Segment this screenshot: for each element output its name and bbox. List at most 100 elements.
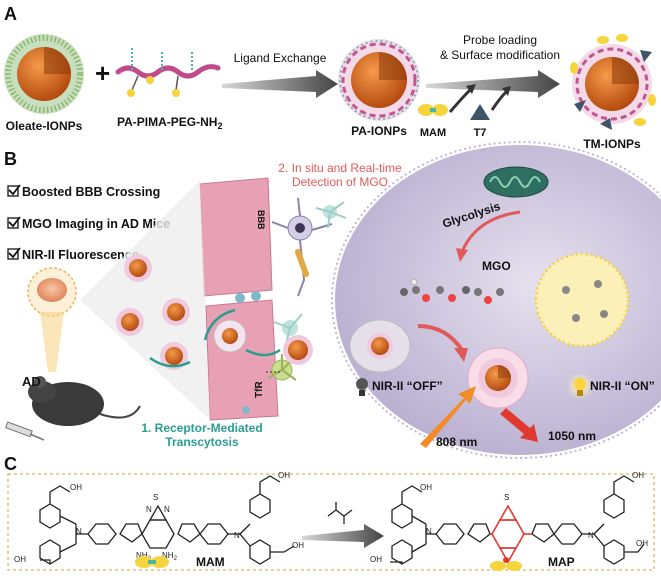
checkbox-1-icon bbox=[7, 185, 19, 197]
insitu-label-2: Detection of MGO bbox=[292, 175, 388, 189]
checkbox-3-icon bbox=[7, 248, 19, 260]
t7-arrowhead bbox=[502, 86, 511, 96]
brain-beam bbox=[40, 312, 64, 372]
map-structure-label: MAP bbox=[548, 555, 575, 569]
syringe-icon bbox=[5, 421, 45, 441]
reaction-arrow bbox=[302, 524, 384, 548]
nir-on-particle bbox=[467, 347, 529, 409]
checkbox-2-icon bbox=[7, 217, 19, 229]
mam-icon bbox=[418, 104, 448, 116]
activation-arrowhead bbox=[454, 348, 468, 362]
svg-text:S: S bbox=[504, 493, 509, 502]
checklist-item-2: MGO Imaging in AD Mice bbox=[22, 217, 170, 231]
svg-text:OH: OH bbox=[70, 483, 82, 492]
svg-text:N: N bbox=[146, 505, 152, 514]
nm1050-label: 1050 nm bbox=[548, 429, 596, 443]
bulb-off-icon bbox=[356, 378, 368, 396]
checklist: Boosted BBB Crossing MGO Imaging in AD M… bbox=[7, 184, 170, 262]
panel-a: A Oleate-IONPs + PA-PIMA-PEG-NH2 Ligand … bbox=[4, 4, 656, 151]
bbb-endothelium bbox=[199, 177, 279, 421]
tfr-label: TfR bbox=[254, 381, 265, 398]
panel-c-letter: C bbox=[4, 454, 17, 474]
probe-loading-arrow bbox=[426, 70, 560, 98]
svg-text:OH: OH bbox=[420, 483, 432, 492]
svg-text:OH: OH bbox=[370, 555, 382, 564]
oleate-ionps-label: Oleate-IONPs bbox=[6, 119, 83, 133]
checkmark-3-icon bbox=[8, 247, 21, 259]
t7-label: T7 bbox=[474, 127, 487, 139]
svg-text:NH2: NH2 bbox=[162, 551, 178, 562]
t7-curved-arrow bbox=[490, 90, 508, 111]
mam-arrowhead bbox=[466, 84, 476, 94]
mgo-molecules bbox=[400, 278, 504, 304]
pa-ionps-label: PA-IONPs bbox=[351, 124, 407, 138]
neuron-icon bbox=[271, 197, 333, 297]
checkmark-1-icon bbox=[8, 184, 21, 196]
map-structure bbox=[390, 475, 645, 565]
panel-c: C S N N bbox=[4, 454, 655, 571]
svg-text:OH: OH bbox=[632, 471, 644, 480]
mgo-label: MGO bbox=[482, 259, 511, 273]
mam-label: MAM bbox=[420, 127, 446, 139]
insitu-label-1: 2. In situ and Real-time bbox=[278, 161, 402, 175]
checkmark-2-icon bbox=[8, 216, 21, 228]
microglia-icon bbox=[267, 313, 303, 381]
mitochondrion-icon bbox=[483, 166, 549, 198]
blood-nanoparticles bbox=[116, 254, 313, 370]
cell-membrane bbox=[331, 141, 661, 459]
plus-sign: + bbox=[95, 58, 110, 88]
bbb-label: BBB bbox=[256, 210, 266, 230]
checklist-item-3: NIR-II Fluorescence bbox=[22, 248, 139, 262]
astrocyte-icon bbox=[315, 201, 347, 229]
svg-text:N: N bbox=[164, 505, 170, 514]
t7-icon bbox=[470, 104, 490, 120]
mam-structure bbox=[39, 475, 295, 565]
glycolysis-arrow bbox=[460, 210, 521, 253]
zoom-wedge bbox=[80, 180, 210, 420]
mam-structure-label: MAM bbox=[196, 555, 225, 569]
map-core-red bbox=[490, 504, 532, 564]
tm-ionp-icon bbox=[570, 34, 656, 130]
emission-1050-arrow bbox=[500, 408, 538, 442]
oleate-ionp-icon bbox=[4, 34, 84, 114]
rmt-label-2: Transcytosis bbox=[165, 435, 239, 449]
ligand-exchange-arrow bbox=[222, 70, 338, 98]
svg-text:N: N bbox=[426, 527, 432, 536]
bulb-on-icon bbox=[574, 378, 586, 396]
rmt-label-1: 1. Receptor-Mediated bbox=[141, 421, 262, 435]
panel-b: B Boosted BBB Crossing MGO Imaging in AD… bbox=[4, 141, 661, 459]
laser-808-arrow bbox=[420, 386, 476, 448]
mam-capsule-icon bbox=[135, 556, 169, 568]
map-capsule-icon bbox=[490, 557, 522, 571]
mam-curved-arrow bbox=[448, 88, 472, 113]
glycolysis-arrowhead bbox=[456, 248, 468, 262]
probe-loading-label-1: Probe loading bbox=[463, 33, 537, 47]
panel-a-letter: A bbox=[4, 4, 17, 24]
ligand-exchange-label: Ligand Exchange bbox=[234, 51, 327, 65]
map-structure-text: S N N OH OH OH OH bbox=[370, 471, 648, 564]
panel-c-frame bbox=[7, 473, 655, 571]
checklist-item-1: Boosted BBB Crossing bbox=[22, 185, 160, 199]
svg-text:OH: OH bbox=[292, 541, 304, 550]
pa-ionp-icon bbox=[338, 39, 420, 121]
probe-loading-label-2: & Surface modification bbox=[440, 48, 560, 62]
svg-text:OH: OH bbox=[636, 539, 648, 548]
svg-text:OH: OH bbox=[278, 471, 290, 480]
polymer-chain-icon bbox=[115, 48, 221, 97]
ad-label: AD bbox=[22, 374, 41, 389]
tm-ionps-label: TM-IONPs bbox=[583, 137, 641, 151]
svg-text:OH: OH bbox=[14, 555, 26, 564]
nm808-label: 808 nm bbox=[436, 435, 477, 449]
svg-text:N: N bbox=[588, 531, 594, 540]
nir-on-label: NIR-II “ON” bbox=[590, 379, 655, 393]
svg-text:N: N bbox=[76, 527, 82, 536]
brain-icon bbox=[37, 278, 67, 302]
svg-text:N: N bbox=[234, 531, 240, 540]
panel-b-letter: B bbox=[4, 149, 17, 169]
mouse-icon bbox=[28, 376, 141, 426]
activation-arrow bbox=[417, 324, 464, 352]
nir-off-label: NIR-II “OFF” bbox=[372, 379, 443, 393]
nir-off-particle bbox=[349, 319, 411, 373]
